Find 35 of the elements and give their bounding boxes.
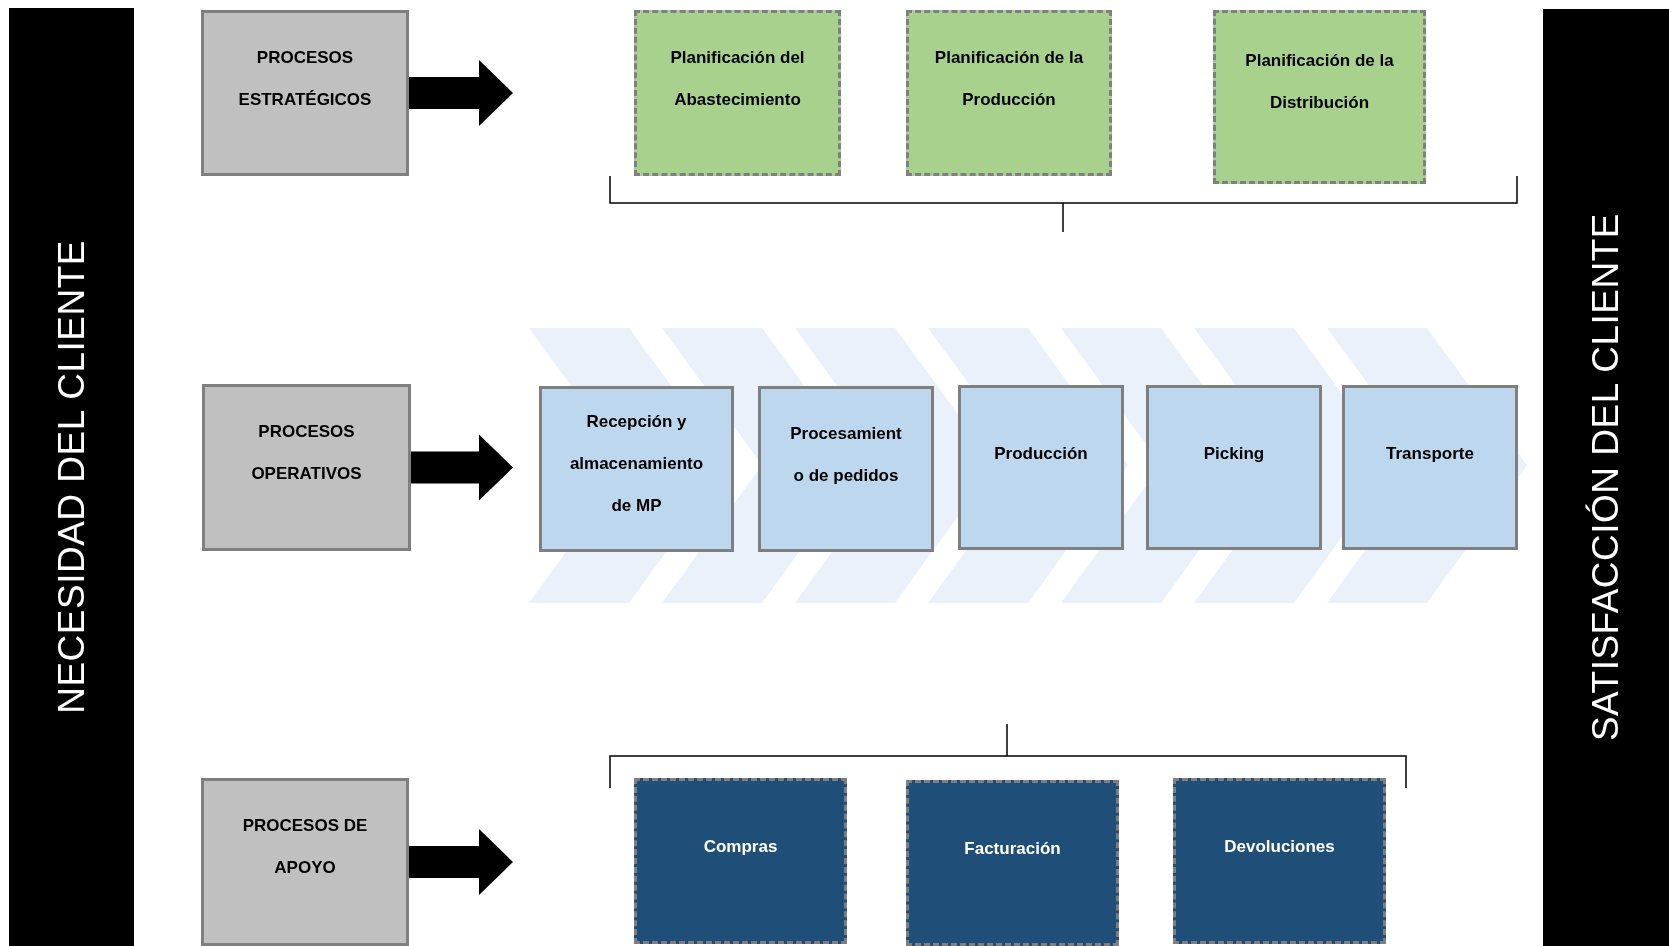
box-label: Devoluciones [1224, 836, 1335, 858]
box-label: PROCESOS OPERATIVOS [250, 421, 363, 485]
process-box [1146, 385, 1322, 550]
support-box [1173, 778, 1386, 944]
box-label: Compras [703, 836, 778, 858]
planning-box [906, 10, 1112, 176]
side-band [9, 8, 134, 946]
support-box [634, 778, 847, 944]
block-arrow [411, 434, 513, 501]
box-label: PROCESOS ESTRATÉGICOS [237, 47, 373, 111]
box-label: Picking [1203, 443, 1265, 465]
category-box [201, 10, 409, 176]
side-band [1543, 9, 1669, 946]
box-label: Facturación [964, 838, 1061, 860]
category-box [202, 384, 411, 551]
box-label: Planificación de la Producción [933, 47, 1085, 111]
box-label: Transporte [1386, 443, 1474, 465]
box-label: Planificación de la Distribución [1244, 50, 1395, 114]
box-label: PROCESOS DE APOYO [241, 815, 369, 879]
box-label: Planificación del Abastecimiento [669, 47, 806, 111]
box-label: Procesamient o de pedidos [789, 423, 903, 487]
planning-box [634, 10, 841, 176]
band-label: SATISFACCIÓN DEL CLIENTE [1585, 213, 1627, 742]
process-box [758, 386, 934, 552]
category-box [201, 778, 409, 946]
band-label: NECESIDAD DEL CLIENTE [50, 240, 93, 714]
box-label: Producción [994, 443, 1088, 465]
process-box [539, 386, 734, 552]
planning-box [1213, 10, 1426, 184]
process-box [1342, 385, 1518, 550]
process-box [958, 385, 1124, 550]
block-arrow [409, 60, 513, 126]
support-box [906, 780, 1119, 946]
box-label: Recepción y almacenamiento de MP [568, 411, 705, 517]
block-arrow [409, 829, 513, 895]
